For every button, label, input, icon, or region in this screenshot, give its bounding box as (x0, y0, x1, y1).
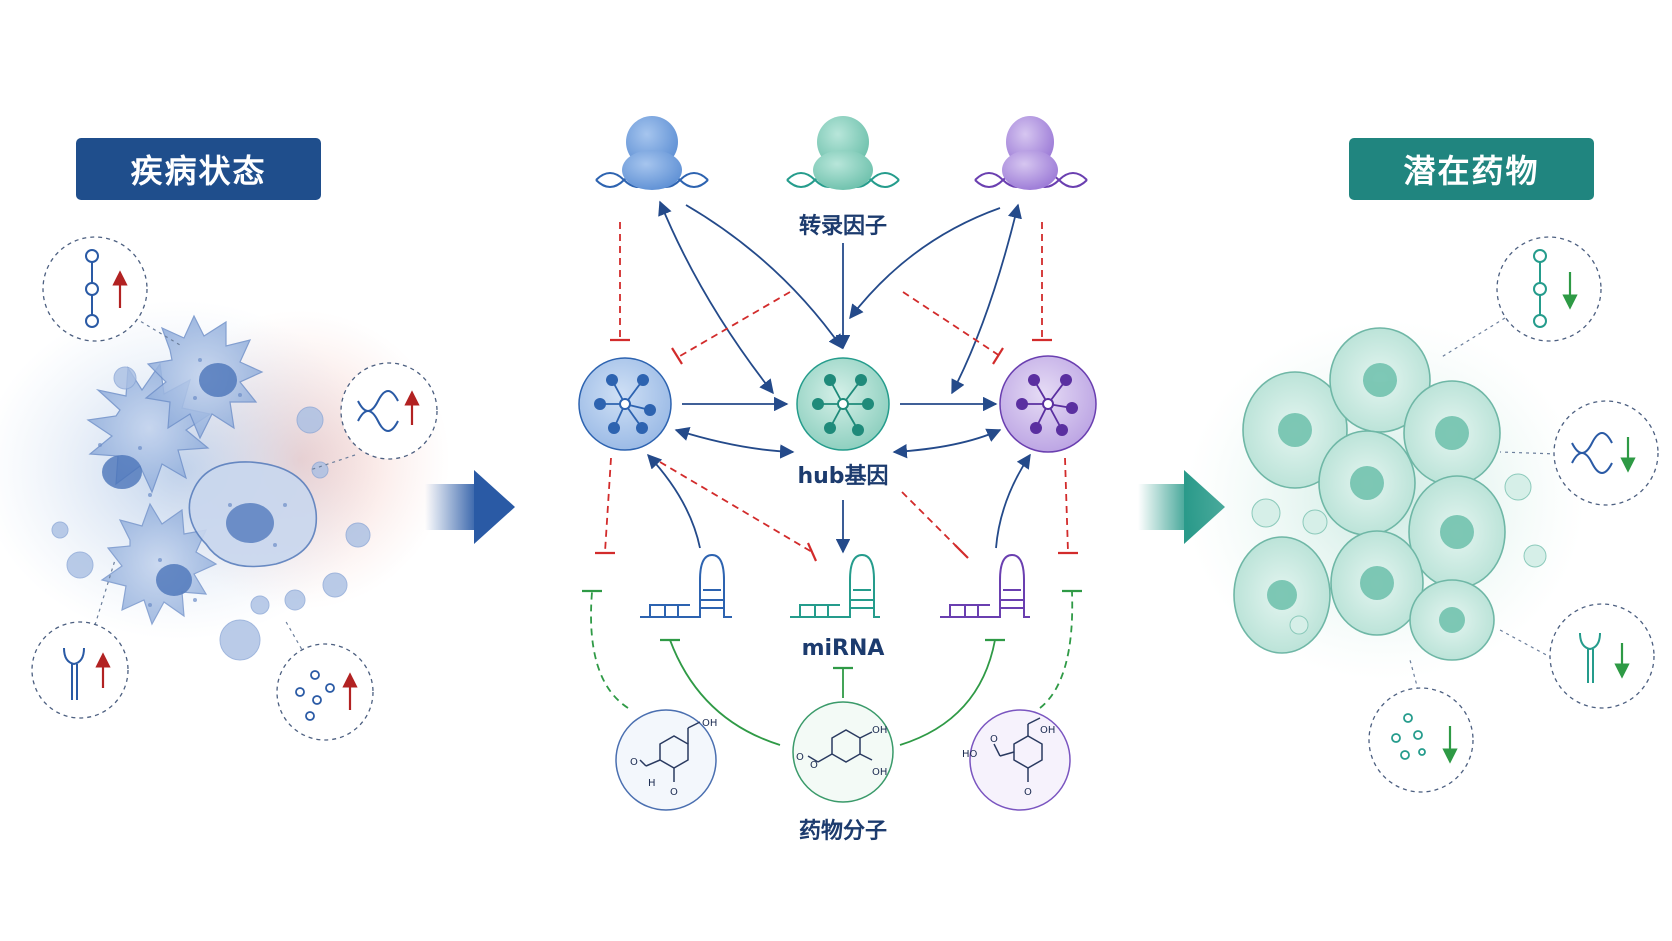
inhibition-bars-green (582, 589, 1082, 670)
inhibition-bars-red (595, 338, 1078, 562)
drug-label: 药物分子 (799, 818, 887, 844)
diseased-cell-3 (100, 502, 218, 626)
atom-label: O (796, 752, 804, 763)
callout-metabolite-down (1368, 687, 1474, 793)
cytoplasm-speckles (98, 358, 287, 607)
callout-dna-down (1553, 400, 1659, 506)
atom-label: OH (1040, 725, 1055, 736)
tf-blue (595, 116, 709, 190)
callout-metabolite-up (276, 643, 374, 741)
hub-label: hub基因 (797, 464, 888, 489)
disease-state-panel (0, 236, 450, 741)
mirna-purple (940, 553, 1030, 618)
receptor-icon (1579, 632, 1601, 683)
mirna-teal (790, 553, 880, 618)
dna-icon (1571, 432, 1613, 474)
callout-receptor-up (31, 621, 129, 719)
tf-inhibition-edges (604, 222, 1069, 553)
atom-label: HO (962, 749, 978, 760)
healthy-nuclei (1267, 363, 1474, 633)
potential-drug-title: 潜在药物 (1349, 138, 1594, 200)
callout-gene-up (42, 236, 148, 342)
hub-gene-teal (796, 357, 890, 451)
metabolite-icon (1391, 713, 1426, 760)
tf-purple (974, 116, 1088, 190)
scattered-vesicles (51, 366, 371, 661)
atom-label: O (1024, 787, 1032, 798)
diseased-cell-2 (144, 314, 264, 440)
atom-label: O (630, 757, 638, 768)
atom-label: H (648, 778, 656, 789)
drug-inhibition-edges (590, 591, 1074, 746)
activation-edges (647, 200, 1031, 554)
drug-molecule-right: OH HO O O (962, 709, 1071, 811)
atom-label: O (990, 734, 998, 745)
tf-label: 转录因子 (799, 213, 887, 239)
receptor-icon (63, 647, 85, 700)
diseased-cell-4 (188, 461, 318, 568)
tf-teal (786, 116, 900, 190)
drug-molecule-left: OH O H O (615, 709, 717, 811)
atom-label: O (670, 787, 678, 798)
atom-label: OH (872, 767, 887, 778)
mirna-blue (640, 553, 732, 618)
metabolite-icon (295, 670, 335, 721)
callout-receptor-down (1549, 603, 1655, 709)
callout-gene-down (1496, 236, 1602, 342)
drug-molecule-center: OH OH O O (792, 701, 894, 803)
disease-state-title: 疾病状态 (76, 138, 321, 200)
regulatory-network: 转录因子 (578, 116, 1097, 844)
callout-leaders-right (1409, 317, 1558, 698)
dna-icon (357, 390, 399, 432)
hub-gene-purple (999, 355, 1097, 453)
callout-leaders-left (94, 317, 356, 656)
callout-dna-up (340, 362, 438, 460)
transition-arrow-left (425, 470, 515, 544)
healthy-state-panel (1185, 236, 1659, 793)
hub-gene-blue (578, 357, 672, 451)
atom-label: OH (702, 718, 717, 729)
mirna-label: miRNA (802, 636, 885, 661)
atom-label: O (810, 760, 818, 771)
atom-label: OH (872, 725, 887, 736)
healthy-vesicles (1251, 473, 1547, 635)
